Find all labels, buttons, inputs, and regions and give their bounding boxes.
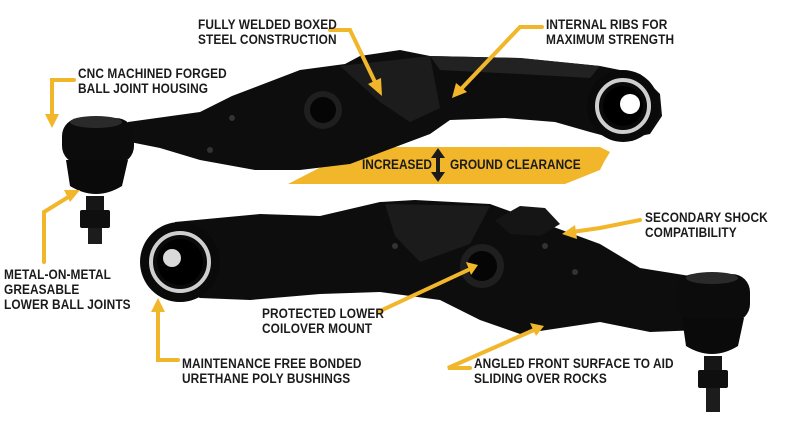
upper-arm-facet bbox=[340, 56, 440, 122]
lower-arm-body bbox=[170, 200, 710, 334]
lower-bushing-shine bbox=[163, 249, 181, 267]
arrowhead-cnc-housing bbox=[45, 114, 59, 128]
upper-arm-hole-inner bbox=[310, 97, 336, 123]
upper-bushing-ring bbox=[595, 78, 651, 134]
lower-ball-joint-thread bbox=[706, 388, 720, 412]
upper-arm-facet-edge bbox=[430, 56, 600, 78]
lower-arm-bolt bbox=[542, 243, 548, 249]
callout-ball-joints-line2: GREASABLE bbox=[4, 282, 80, 297]
lower-ball-joint-nut bbox=[698, 370, 728, 388]
lower-arm-facet bbox=[385, 204, 490, 262]
callout-cnc-housing-line2: BALL JOINT HOUSING bbox=[78, 81, 209, 96]
callout-cnc-housing-line1: CNC MACHINED FORGED bbox=[78, 66, 227, 81]
callout-cnc-housing: CNC MACHINED FORGED BALL JOINT HOUSING bbox=[78, 66, 227, 96]
callout-angled-surface-line1: ANGLED FRONT SURFACE TO AID bbox=[474, 356, 674, 371]
callout-internal-ribs-line2: MAXIMUM STRENGTH bbox=[546, 32, 675, 47]
arrowhead-angled bbox=[530, 323, 544, 336]
callout-coilover-mount-line2: COILOVER MOUNT bbox=[262, 321, 373, 336]
arrowhead-fully-welded bbox=[368, 78, 382, 96]
upper-ball-joint-cap bbox=[70, 116, 122, 128]
callout-ball-joints: METAL-ON-METAL GREASABLE LOWER BALL JOIN… bbox=[4, 267, 131, 312]
callout-fully-welded-line2: STEEL CONSTRUCTION bbox=[198, 32, 337, 47]
callout-internal-ribs: INTERNAL RIBS FOR MAXIMUM STRENGTH bbox=[546, 17, 674, 47]
lower-bushing-ring bbox=[149, 231, 211, 293]
callout-bushings: MAINTENANCE FREE BONDED URETHANE POLY BU… bbox=[182, 356, 362, 386]
callout-line-coilover bbox=[376, 268, 470, 314]
callout-secondary-shock-line2: COMPATIBILITY bbox=[645, 225, 737, 240]
upper-ball-joint-stud bbox=[86, 196, 104, 210]
callout-ball-joints-line1: METAL-ON-METAL bbox=[4, 267, 112, 282]
arrowhead-internal-ribs bbox=[452, 83, 467, 98]
callout-line-ball-joints bbox=[42, 194, 72, 264]
lower-arm-hole-inner bbox=[467, 251, 497, 281]
upper-ball-joint-boot bbox=[66, 160, 128, 194]
callout-angled-surface: ANGLED FRONT SURFACE TO AID SLIDING OVER… bbox=[474, 356, 674, 386]
upper-arm-bolt bbox=[229, 115, 235, 121]
callout-coilover-mount-line1: PROTECTED LOWER bbox=[262, 306, 385, 321]
lower-arm-bolt bbox=[392, 243, 398, 249]
upper-arm-bolt bbox=[207, 147, 213, 153]
lower-arm-bolt bbox=[572, 269, 578, 275]
callout-line-internal-ribs bbox=[460, 25, 544, 90]
callout-line-fully-welded bbox=[328, 28, 377, 84]
lower-arm-shock-tab bbox=[495, 206, 560, 236]
double-arrow-vertical-icon bbox=[431, 148, 445, 182]
upper-bushing-shine bbox=[620, 94, 640, 114]
callout-internal-ribs-line1: INTERNAL RIBS FOR bbox=[546, 17, 668, 32]
callout-angled-surface-line2: SLIDING OVER ROCKS bbox=[474, 371, 607, 386]
callout-bushings-line2: URETHANE POLY BUSHINGS bbox=[182, 371, 351, 386]
lower-control-arm bbox=[140, 200, 750, 412]
upper-ball-joint-housing bbox=[62, 118, 134, 164]
callout-line-angled bbox=[447, 328, 536, 370]
lower-ball-joint-housing bbox=[676, 274, 750, 322]
arrowhead-ball-joints bbox=[64, 190, 80, 202]
callout-ball-joints-line3: LOWER BALL JOINTS bbox=[4, 297, 131, 312]
callout-coilover-mount: PROTECTED LOWER COILOVER MOUNT bbox=[262, 306, 384, 336]
arrowhead-bushings bbox=[151, 298, 165, 312]
arrowhead-coilover bbox=[466, 262, 478, 275]
lower-ball-joint-cap bbox=[686, 272, 738, 284]
upper-control-arm bbox=[62, 50, 662, 244]
callout-line-bushings bbox=[156, 306, 180, 362]
banner-label-ground-clearance: GROUND CLEARANCE bbox=[450, 157, 581, 172]
callout-secondary-shock: SECONDARY SHOCK COMPATIBILITY bbox=[645, 210, 768, 240]
callout-fully-welded: FULLY WELDED BOXED STEEL CONSTRUCTION bbox=[198, 17, 337, 47]
callout-bushings-line1: MAINTENANCE FREE BONDED bbox=[182, 356, 362, 371]
upper-ball-joint-thread bbox=[88, 228, 102, 244]
callout-secondary-shock-line1: SECONDARY SHOCK bbox=[645, 210, 768, 225]
callout-line-cnc-housing bbox=[50, 78, 76, 120]
callout-fully-welded-line1: FULLY WELDED BOXED bbox=[198, 17, 337, 32]
banner-label-increased: INCREASED bbox=[362, 157, 432, 172]
upper-ball-joint-nut bbox=[80, 210, 110, 228]
lower-ball-joint-boot bbox=[682, 318, 744, 354]
arrowhead-secondary-shock bbox=[562, 225, 577, 239]
lower-ball-joint-stud bbox=[704, 356, 722, 370]
callout-line-secondary-shock bbox=[570, 218, 642, 234]
